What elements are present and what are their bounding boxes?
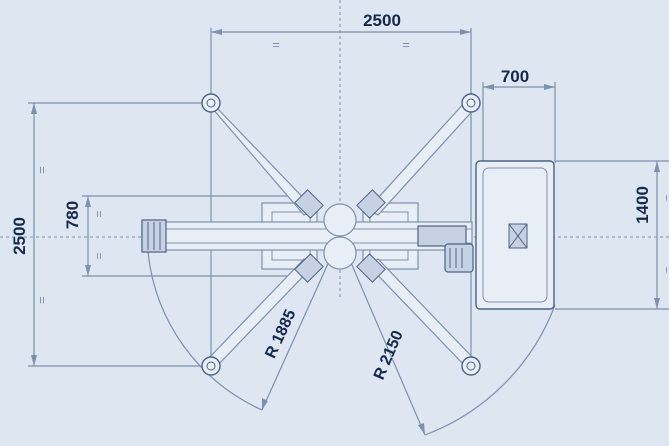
dimension-left-2500	[31, 103, 37, 366]
equal-mark-top-right: =	[402, 37, 410, 52]
radius-leader-r2150	[339, 236, 426, 436]
equal-mark-arm-upper: =	[92, 210, 106, 217]
dimension-1400	[654, 161, 660, 309]
control-console	[475, 160, 555, 310]
dimension-700	[483, 84, 555, 90]
equal-mark-left-lower: =	[35, 296, 50, 304]
dimension-780-label: 780	[63, 201, 82, 229]
dimension-1400-label: 1400	[633, 186, 652, 224]
pad-top-right	[461, 93, 481, 113]
beam-end-left	[141, 219, 167, 253]
pad-bottom-right	[461, 356, 481, 376]
pad-bottom-left	[201, 356, 221, 376]
lifting-pad-icon	[201, 93, 481, 376]
arm-top-right	[367, 100, 477, 216]
radius-label-r2150: R 2150	[371, 328, 407, 382]
dimension-top-label: 2500	[363, 11, 401, 30]
pad-top-left	[201, 93, 221, 113]
central-hub-lower	[323, 236, 357, 270]
equal-mark-right-lower: =	[661, 266, 669, 273]
arc-r2150	[424, 304, 556, 436]
radius-label-r1885: R 1885	[262, 307, 299, 361]
equal-mark-right-upper: =	[661, 194, 669, 201]
dimension-top-2500	[211, 29, 471, 35]
arm-joints	[294, 189, 386, 283]
equal-mark-top-left: =	[272, 37, 280, 52]
radius-leader-r1885	[261, 236, 341, 411]
dimension-780	[85, 196, 91, 276]
motor-icon	[417, 225, 474, 273]
equal-mark-arm-lower: =	[92, 252, 106, 259]
cross-beam	[141, 221, 473, 251]
dimension-700-label: 700	[501, 67, 529, 86]
equal-mark-left-upper: =	[35, 166, 50, 174]
dimension-left-label: 2500	[10, 217, 29, 255]
central-hub	[323, 203, 357, 237]
arc-r1885	[147, 251, 263, 411]
arm-top-left	[205, 100, 315, 216]
arm-bottom-left	[205, 258, 315, 368]
